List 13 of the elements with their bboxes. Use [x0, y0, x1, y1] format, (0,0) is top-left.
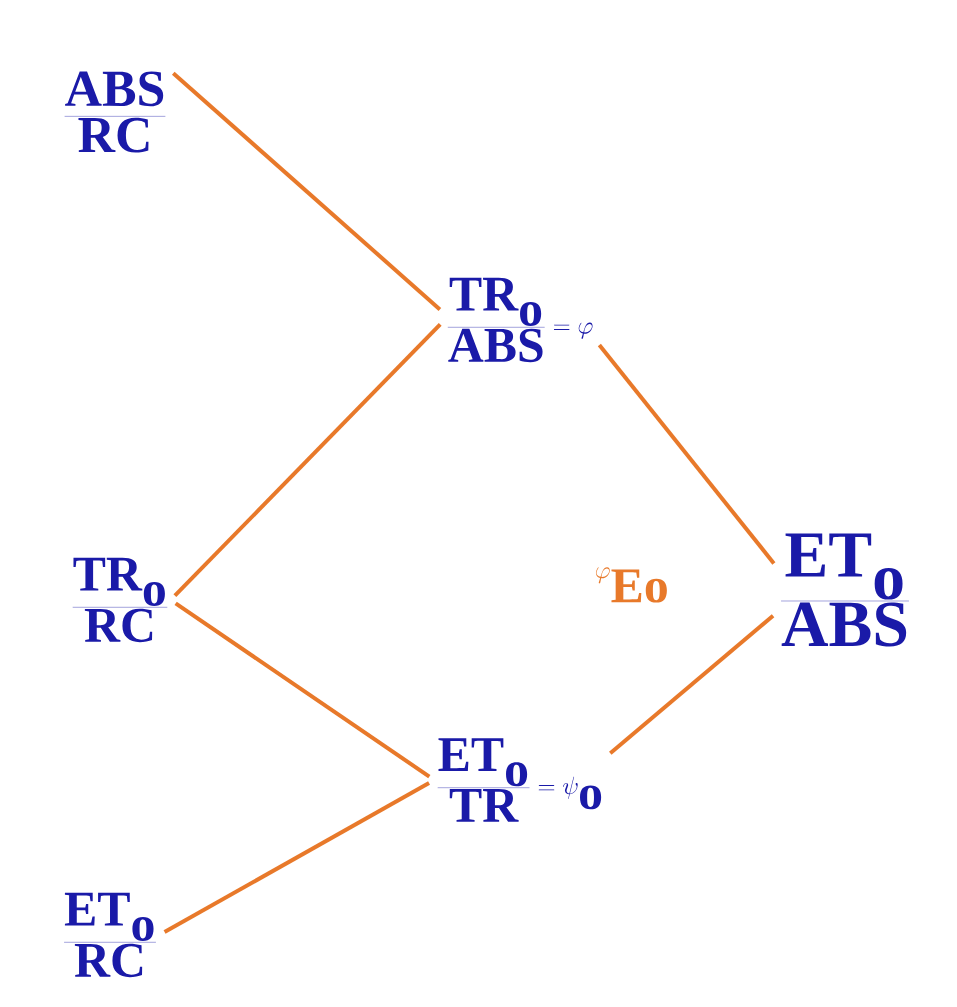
phi-symbol: $\varphi_{\textbf{Eo}}$	[595, 567, 667, 603]
connector-line	[171, 71, 442, 311]
fraction-formula: $\frac{\textbf{ET}_{\textbf{o}}}{\textbf{ABS}}$	[781, 533, 909, 647]
fraction-formula: $\frac{\textbf{TR}_{\textbf{o}}}{\textbf{ABS}} = \varphi$	[447, 277, 593, 363]
fraction-formula: $\frac{\textbf{ET}_{\textbf{o}}}{\textbf{TR}} = \psi_{\textbf{o}}$	[437, 738, 602, 822]
connector-line	[173, 322, 442, 598]
connector-line	[597, 343, 776, 565]
connector-line	[174, 601, 431, 779]
fraction-formula: $\frac{\textbf{TR}_{\textbf{o}}}{\textbf{RC}}$	[72, 557, 168, 643]
fraction-formula: $\frac{\textbf{ABS}}{\textbf{RC}}$	[64, 71, 166, 153]
connector-line	[163, 781, 431, 934]
connector-line	[609, 614, 775, 755]
fraction-formula: $\frac{\textbf{ET}_{\textbf{o}}}{\textbf{RC}}$	[64, 892, 156, 978]
